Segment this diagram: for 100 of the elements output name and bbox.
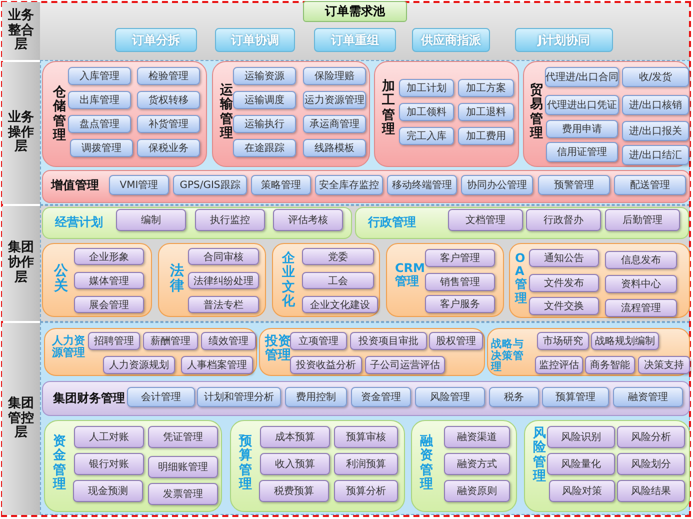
function-box: 协同办公管理	[461, 175, 533, 195]
panel-heading: 法律	[170, 264, 184, 295]
module-panel	[44, 328, 257, 376]
function-box: 出库管理	[68, 91, 131, 109]
module-panel	[272, 243, 380, 317]
function-box: 预算审核	[334, 426, 398, 448]
function-box: 后勤管理	[605, 209, 680, 231]
function-box: 企业形象	[74, 248, 144, 265]
function-box: 订单分拆	[115, 28, 197, 52]
function-box: 在途跟踪	[233, 139, 296, 157]
panel-heading: 融资管理	[420, 435, 433, 492]
function-box: 文档管理	[448, 209, 523, 231]
function-box: 资料中心	[605, 275, 677, 293]
function-box: 利润预算	[334, 453, 398, 475]
function-box: 订单协调	[215, 28, 295, 52]
panel-heading: 战略与决策管理	[491, 339, 525, 374]
function-box: 预算分析	[334, 480, 398, 502]
function-box: 加工退料	[458, 103, 514, 121]
function-box: GPS/GIS跟踪	[173, 175, 247, 195]
function-box: 法律纠纷处理	[188, 272, 259, 289]
function-box: 进/出口结汇	[622, 145, 689, 165]
function-box: 现金预测	[73, 480, 143, 502]
module-panel	[411, 420, 517, 512]
function-box: 投资项目审批	[350, 332, 427, 350]
function-box: 风险划分	[617, 453, 685, 475]
function-box: 客户服务	[425, 295, 495, 313]
function-box: 配送管理	[614, 175, 686, 195]
module-bar	[42, 207, 352, 239]
function-box: 编制	[116, 209, 186, 231]
module-panel	[230, 420, 405, 512]
function-box: 盘点管理	[68, 115, 131, 133]
panel-heading: 贸易管理	[530, 84, 543, 142]
function-box: 普法专栏	[188, 296, 259, 313]
function-box: 企业文化建设	[302, 296, 378, 313]
function-box: 供应商指派	[412, 28, 490, 52]
function-box: 融资方式	[444, 453, 510, 475]
function-box: 决策支持	[638, 356, 690, 374]
function-box: 预警管理	[538, 175, 610, 195]
function-box: 货权转移	[137, 91, 200, 109]
function-box: 预算管理	[542, 387, 609, 407]
function-box: 完工入库	[399, 127, 454, 145]
function-box: 绩效管理	[201, 332, 256, 350]
function-box: 进/出口核销	[622, 95, 689, 115]
module-bar	[355, 207, 689, 239]
function-box: 税费预算	[259, 480, 329, 502]
panel-heading: 公关	[54, 264, 68, 295]
function-box: 行政督办	[526, 209, 601, 231]
module-panel	[42, 243, 152, 317]
module-panel	[524, 420, 690, 512]
panel-heading: 运输管理	[220, 84, 233, 142]
function-box: 加工费用	[458, 127, 514, 145]
panel-heading: 经营计划	[55, 216, 103, 230]
function-box: 股权管理	[429, 332, 483, 350]
function-box: 党委	[302, 248, 374, 265]
function-box: 融资管理	[613, 387, 683, 407]
function-box: 运输资源	[233, 67, 296, 85]
function-box: 人工对账	[74, 426, 144, 448]
module-panel	[386, 243, 504, 317]
function-box: 代理进/出口合同	[545, 67, 619, 87]
module-panel	[44, 420, 222, 512]
function-box: 销售管理	[425, 273, 495, 291]
module-panel	[523, 61, 690, 167]
function-box: 通知公告	[529, 249, 599, 267]
function-box: 文件交换	[529, 297, 599, 315]
function-box: 运力资源管理	[303, 91, 366, 109]
function-box: 订单重组	[314, 28, 396, 52]
function-box: 战略规划编制	[591, 332, 659, 350]
function-box: 信用证管理	[546, 142, 618, 162]
module-panel	[42, 61, 207, 167]
function-box: 人事档案管理	[181, 356, 253, 374]
panel-heading: 企业文化	[282, 252, 295, 310]
function-box: 媒体管理	[74, 272, 144, 289]
function-box: 监控评估	[535, 356, 583, 374]
function-box: VMI管理	[109, 175, 169, 195]
function-box: 移动终端管理	[387, 175, 457, 195]
panel-heading: 集团财务管理	[53, 392, 125, 406]
function-box: 风险管理	[415, 387, 485, 407]
function-box: 运输调度	[233, 91, 296, 109]
function-box: 加工计划	[399, 79, 454, 97]
function-box: 收/发货	[622, 67, 689, 87]
module-panel	[212, 61, 370, 167]
layer-label: 业务操作层	[2, 62, 40, 204]
function-box: 风险分析	[617, 426, 685, 448]
module-panel	[509, 243, 690, 318]
function-box: 子公司运营评估	[365, 356, 445, 374]
function-box: 加工领料	[399, 103, 454, 121]
function-box: 招聘管理	[88, 332, 140, 350]
function-box: 市场研究	[537, 332, 589, 350]
function-box: 明细账管理	[148, 456, 218, 478]
panel-heading: 仓储管理	[53, 86, 66, 144]
function-box: 凭证管理	[148, 426, 218, 448]
function-box: 保险理赔	[303, 67, 366, 85]
function-box: 承运商管理	[303, 115, 366, 133]
function-box: 检验管理	[137, 67, 200, 85]
order-pool-box: 订单需求池	[303, 1, 407, 22]
function-box: J计划协同	[515, 28, 613, 52]
module-panel	[158, 243, 266, 317]
function-box: 入库管理	[68, 67, 131, 85]
function-box: 费用申请	[546, 120, 618, 138]
panel-heading: 人力资源管理	[52, 335, 85, 360]
